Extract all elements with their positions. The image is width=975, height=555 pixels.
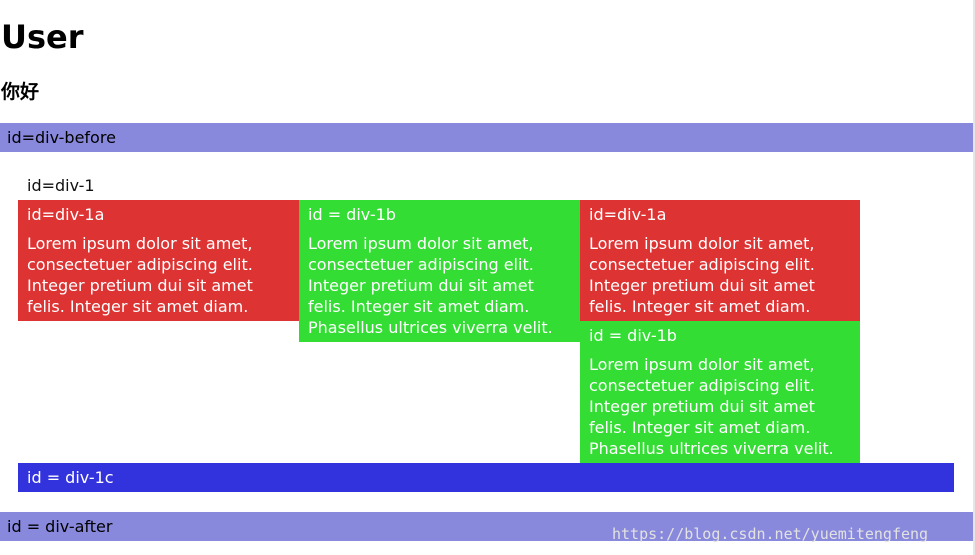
div-1a-text: Lorem ipsum dolor sit amet, consectetuer… [27, 234, 253, 316]
div-before-bar: id=div-before [0, 123, 973, 152]
div-1a-heading: id=div-1a [27, 205, 105, 224]
watermark-url: https://blog.csdn.net/yuemitengfeng [612, 525, 929, 543]
page-edge-divider [973, 0, 975, 555]
div-1a-text: Lorem ipsum dolor sit amet, consectetuer… [589, 234, 815, 316]
div-1a-heading: id=div-1a [589, 205, 667, 224]
div-1b-box: id = div-1b Lorem ipsum dolor sit amet, … [299, 200, 580, 342]
div-1a-box-repeat: id=div-1a Lorem ipsum dolor sit amet, co… [580, 200, 860, 321]
div-1c-bar: id = div-1c [18, 463, 954, 492]
div-1-label: id=div-1 [27, 176, 95, 195]
div-1a-box: id=div-1a Lorem ipsum dolor sit amet, co… [18, 200, 299, 321]
div-1b-box-repeat: id = div-1b Lorem ipsum dolor sit amet, … [580, 321, 860, 463]
div-1b-heading: id = div-1b [308, 205, 396, 224]
div-after-bar: id = div-after [0, 512, 973, 541]
div-1b-heading: id = div-1b [589, 326, 677, 345]
page-subtitle: 你好 [1, 81, 40, 103]
div-1b-text: Lorem ipsum dolor sit amet, consectetuer… [589, 355, 834, 458]
page-title: User [1, 18, 84, 56]
div-1b-text: Lorem ipsum dolor sit amet, consectetuer… [308, 234, 553, 337]
